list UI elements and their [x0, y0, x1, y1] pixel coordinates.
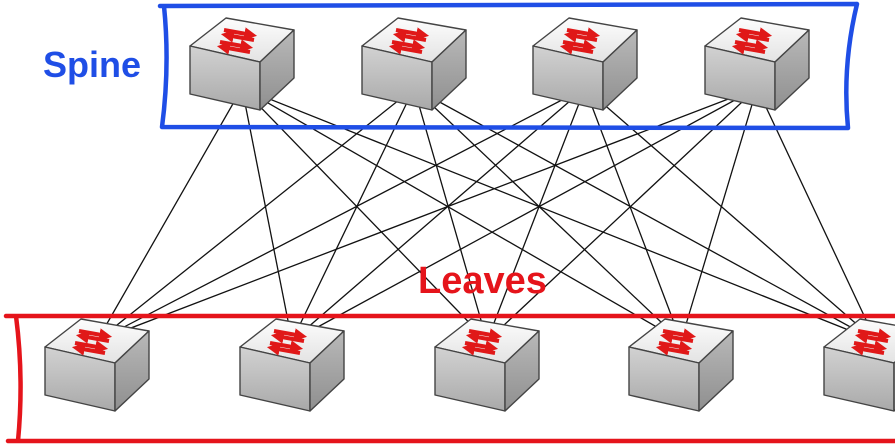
switch-arrow-2: [220, 30, 255, 43]
spine-switch-3: [532, 17, 638, 111]
leaves-label: Leaves: [418, 260, 547, 302]
spine-switch-4: [704, 17, 810, 111]
leaf-switch-3: [434, 318, 540, 412]
switch-arrow-4: [850, 343, 885, 356]
leaves-group-frame: [3, 313, 895, 444]
switch-arrow-2: [563, 30, 598, 43]
link-spine-4-leaf-2: [291, 87, 758, 342]
link-spine-3-leaf-3: [486, 87, 586, 342]
link-spine-3-leaf-5: [584, 87, 877, 342]
leaf-switch-5: [823, 318, 895, 412]
switch-arrow-2: [392, 30, 427, 43]
link-spine-1-leaf-5: [241, 87, 877, 342]
leaf-switch-2: [239, 318, 345, 412]
link-spine-4-leaf-1: [96, 87, 758, 342]
switch-arrow-4: [731, 42, 766, 55]
link-spine-3-leaf-1: [96, 87, 586, 342]
spine-group-frame: [157, 1, 860, 131]
label-layer: Spine Leaves: [43, 44, 547, 302]
link-spine-2-leaf-4: [413, 87, 682, 342]
spine-switch-2: [361, 17, 467, 111]
link-spine-3-leaf-2: [291, 87, 586, 342]
switch-arrow-4: [388, 42, 423, 55]
frames-layer: [3, 1, 895, 444]
link-spine-4-leaf-4: [680, 87, 758, 342]
leaf-switch-1: [44, 318, 150, 412]
switch-arrow-4: [216, 42, 251, 55]
switch-arrow-2: [854, 331, 889, 344]
links-layer: [96, 87, 877, 342]
switch-arrow-2: [735, 30, 770, 43]
link-spine-1-leaf-4: [241, 87, 682, 342]
leaf-switch-4: [628, 318, 734, 412]
switch-arrow-4: [559, 42, 594, 55]
link-spine-1-leaf-2: [241, 87, 293, 342]
link-spine-2-leaf-2: [291, 87, 415, 342]
link-spine-3-leaf-4: [584, 87, 682, 342]
switch-arrow-4: [266, 343, 301, 356]
link-spine-4-leaf-3: [486, 87, 758, 342]
link-spine-1-leaf-3: [241, 87, 488, 342]
link-spine-2-leaf-3: [413, 87, 488, 342]
link-spine-2-leaf-5: [413, 87, 877, 342]
switch-arrow-4: [461, 343, 496, 356]
link-spine-2-leaf-1: [96, 87, 415, 342]
switch-layer: [44, 17, 895, 412]
switch-arrow-4: [655, 343, 690, 356]
switch-arrow-2: [659, 331, 694, 344]
link-spine-4-leaf-5: [756, 87, 877, 342]
switch-arrow-2: [465, 331, 500, 344]
spine-label: Spine: [43, 44, 141, 85]
switch-arrow-2: [75, 331, 110, 344]
switch-arrow-2: [270, 331, 305, 344]
switch-arrow-4: [71, 343, 106, 356]
spine-switch-1: [189, 17, 295, 111]
link-spine-1-leaf-1: [96, 87, 243, 342]
